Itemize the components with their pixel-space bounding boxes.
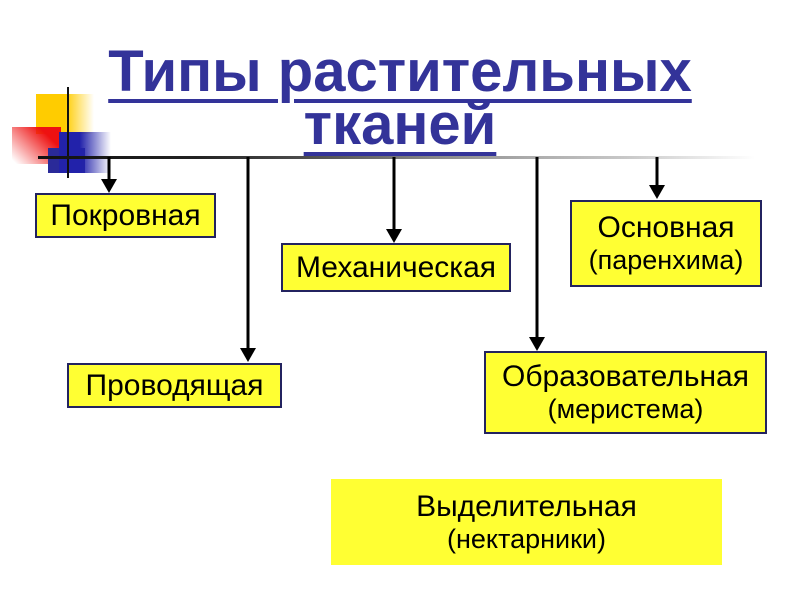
arrow-to-osnovnaya: [649, 157, 665, 199]
box-sublabel: (нектарники): [446, 523, 606, 554]
box-sublabel: (паренхима): [588, 245, 744, 275]
box-vydelitelnaya: Выделительная (нектарники): [331, 479, 722, 565]
arrow-to-provodyashchaya: [240, 157, 256, 362]
slide-title: Типы растительных тканей: [40, 39, 760, 157]
box-pokrovnaya: Покровная: [35, 193, 216, 238]
box-label: Выделительная: [416, 489, 637, 523]
box-label: Проводящая: [85, 368, 264, 402]
arrow-head-icon: [101, 179, 117, 193]
arrow-to-mekhanicheskaya: [386, 157, 402, 243]
box-mekhanicheskaya: Механическая: [281, 243, 511, 292]
arrow-stem: [655, 157, 659, 186]
box-provodyashchaya: Проводящая: [67, 363, 282, 408]
arrow-stem: [535, 157, 539, 338]
slide-title-line1: Типы растительных: [108, 39, 692, 104]
arrow-stem: [107, 157, 111, 180]
slide-title-line2: тканей: [303, 92, 497, 157]
arrow-head-icon: [386, 229, 402, 243]
box-label: Основная: [597, 211, 735, 244]
arrow-head-icon: [529, 337, 545, 351]
arrow-to-obrazovatelnaya: [529, 157, 545, 351]
arrow-stem: [392, 157, 396, 230]
decor-vertical-line: [67, 87, 69, 178]
box-label: Покровная: [50, 198, 201, 232]
box-osnovnaya: Основная (паренхима): [570, 200, 762, 287]
arrow-head-icon: [649, 185, 665, 199]
box-label: Образовательная: [501, 360, 749, 393]
box-sublabel: (меристема): [547, 394, 704, 424]
box-obrazovatelnaya: Образовательная (меристема): [484, 351, 767, 434]
arrow-to-pokrovnaya: [101, 157, 117, 193]
arrow-head-icon: [240, 348, 256, 362]
box-label: Механическая: [295, 250, 497, 284]
arrow-stem: [246, 157, 250, 349]
connector-horizontal-line: [38, 156, 755, 159]
